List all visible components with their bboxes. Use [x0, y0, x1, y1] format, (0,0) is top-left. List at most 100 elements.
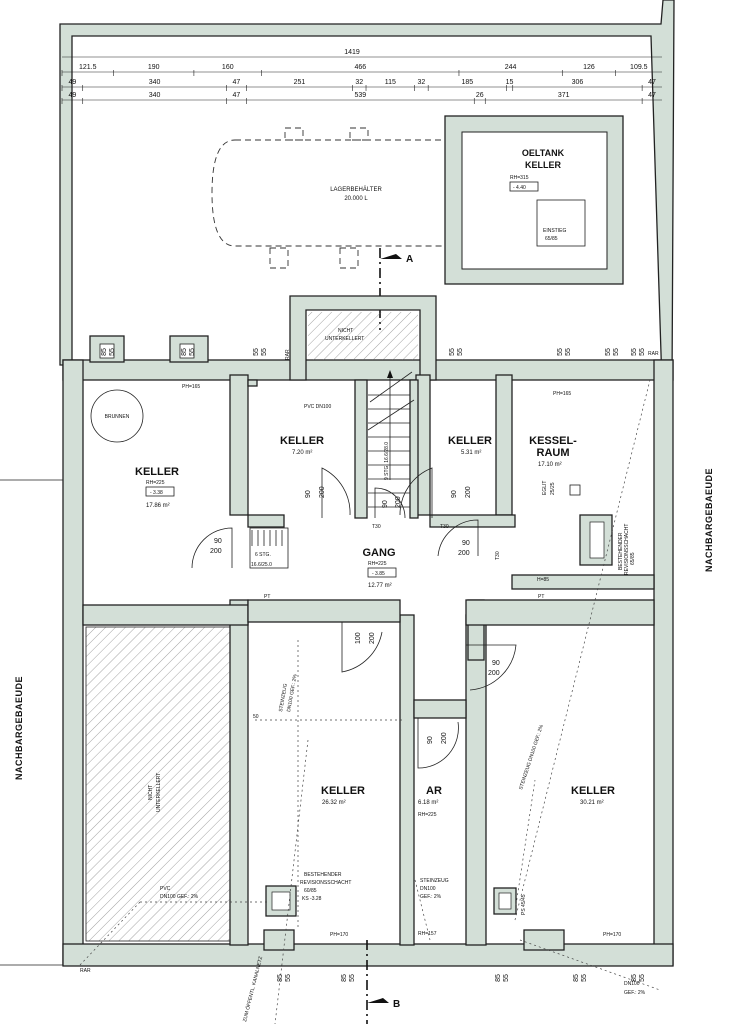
door-1-h: 200 — [319, 486, 326, 498]
eglit-label: EGLIT — [542, 481, 548, 495]
t30-right: T30 — [495, 551, 501, 560]
gang-rh: RH=225 — [368, 561, 387, 567]
keller-mid-name: KELLER — [280, 435, 324, 447]
keller-big-area: 17.86 m² — [146, 503, 170, 509]
window-mark-6: 55 — [449, 348, 456, 356]
main-stair: 9 STG. 16.6/28.0 — [367, 370, 415, 508]
door-2-h: 200 — [465, 486, 472, 498]
window-mark-4: 55 — [253, 348, 260, 356]
dim-row2-10: 47 — [648, 79, 656, 86]
stair-landing-hatch: NICHT UNTERKELLERT — [308, 312, 418, 360]
rh157: RH=157 — [418, 931, 437, 937]
tank-volume: 20.000 L — [344, 196, 368, 202]
bottom-mark-8: 85 — [631, 974, 638, 982]
einstieg-size: 65/85 — [545, 236, 558, 242]
rev-low-1: BESTEHENDER — [304, 872, 342, 878]
window-mark-3: 55 — [189, 348, 196, 356]
dim-row2-6: 32 — [418, 79, 426, 86]
ph165-right: PH=165 — [553, 391, 571, 397]
main-stair-label: 9 STG. 16.6/28.0 — [384, 442, 390, 480]
door-6-h: 200 — [369, 632, 376, 644]
dn-bottom-right-2: GEF.: 2% — [624, 990, 646, 996]
dim-row2-0: 49 — [68, 79, 76, 86]
room-labels: KELLER RH=225 - 3.38 17.86 m² KELLER 7.2… — [135, 435, 615, 818]
section-b-marker: B — [366, 940, 400, 1024]
nicht-unterkellert-left-2: UNTERKELLERT — [156, 773, 162, 812]
window-mark-13: 55 — [639, 348, 646, 356]
oeltank-title-2: KELLER — [525, 160, 562, 170]
dim-row2-5: 115 — [385, 79, 396, 86]
t30-mid: T30 — [440, 524, 449, 530]
dim-row3-2: 47 — [233, 92, 241, 99]
dim-row2-8: 15 — [506, 79, 514, 86]
pt-left: PT — [264, 594, 270, 600]
door-5-h: 200 — [395, 496, 402, 508]
brunnen-label: BRUNNEN — [105, 414, 130, 420]
dim-row2-3: 251 — [294, 79, 306, 86]
keller-right-area: 5.31 m² — [461, 450, 481, 456]
ar-name: AR — [426, 785, 442, 797]
kessel-area: 17.10 m² — [538, 462, 562, 468]
section-b-label: B — [393, 999, 400, 1010]
kessel-rev-3: 65/85 — [630, 552, 636, 565]
keller-right-name: KELLER — [448, 435, 492, 447]
door-1-w: 90 — [305, 490, 312, 498]
window-mark-8: 55 — [557, 348, 564, 356]
tank-label: LAGERBEHÄLTER — [330, 186, 382, 193]
revision-shafts: BESTEHENDER REVISIONSSCHACHT 60/85 KS -3… — [265, 872, 527, 917]
ph170-mid: PH=170 — [330, 932, 348, 938]
dim-row1-2: 160 — [222, 64, 234, 71]
dim-row2-4: 32 — [355, 79, 363, 86]
dim-row1-1: 190 — [148, 64, 160, 71]
einstieg-label: EINSTIEG — [543, 228, 566, 234]
kessel-details: EGLIT 25/25 BESTEHENDER REVISIONSSCHACHT… — [537, 481, 636, 583]
rar-top-left: RAR — [285, 349, 291, 360]
hatch-mark: 50 — [253, 714, 259, 720]
pvc-left-2: DN100 GEF.: 2% — [160, 894, 199, 900]
dim-row3-1: 340 — [149, 92, 161, 99]
ps-label: PS 45/45 — [521, 894, 527, 915]
brunnen-well: BRUNNEN — [90, 389, 144, 443]
nicht-unterkellert-top-1: NICHT — [338, 328, 353, 334]
kessel-hh: H=85 — [537, 577, 549, 583]
dim-row3-6: 47 — [648, 92, 656, 99]
dim-row2-2: 47 — [233, 79, 241, 86]
door-4-w: 90 — [462, 540, 470, 547]
bottom-mark-1: 55 — [285, 974, 292, 982]
steinzeug-mid-2: DN100 GEF.: 2% — [286, 673, 299, 712]
keller-low-mid-name: KELLER — [321, 785, 365, 797]
oeltank-title-1: OELTANK — [522, 148, 565, 158]
door-3-h: 200 — [210, 548, 222, 555]
bottom-mark-2: 85 — [341, 974, 348, 982]
nicht-unterkellert-top-2: UNTERKELLERT — [325, 336, 364, 342]
window-mark-10: 55 — [605, 348, 612, 356]
nicht-unterkellert-left-1: NICHT — [148, 785, 154, 800]
small-stair-count: 6 STG. — [255, 552, 271, 558]
door-3-w: 90 — [214, 538, 222, 545]
kessel-rev-1: BESTEHENDER — [618, 532, 624, 570]
oeltank-level: - 4.40 — [513, 185, 526, 191]
rev-low-3: 60/85 — [304, 888, 317, 894]
not-excavated-area: NICHT UNTERKELLERT — [85, 626, 231, 942]
dim-row2-9: 306 — [572, 79, 584, 86]
eglit-size: 25/25 — [550, 482, 556, 495]
gang-area: 12.77 m² — [368, 583, 392, 589]
dim-row1-6: 109.5 — [630, 64, 648, 71]
bottom-mark-6: 85 — [573, 974, 580, 982]
dimension-lines — [61, 56, 662, 104]
bottom-mark-7: 55 — [581, 974, 588, 982]
dim-row3-3: 539 — [354, 92, 366, 99]
window-mark-0: 85 — [101, 348, 108, 356]
bottom-mark-5: 55 — [503, 974, 510, 982]
building-walls — [62, 295, 674, 967]
keller-low-mid-area: 26.32 m² — [322, 800, 346, 806]
bottom-mark-3: 55 — [349, 974, 356, 982]
drain-pipes — [79, 379, 661, 1024]
dim-row2-7: 185 — [461, 79, 473, 86]
oeltank-keller: OELTANK KELLER RH=315 - 4.40 EINSTIEG 65… — [444, 115, 624, 285]
steinzeug-mid-1: STEINZEUG — [278, 683, 289, 712]
door-2-w: 90 — [451, 490, 458, 498]
